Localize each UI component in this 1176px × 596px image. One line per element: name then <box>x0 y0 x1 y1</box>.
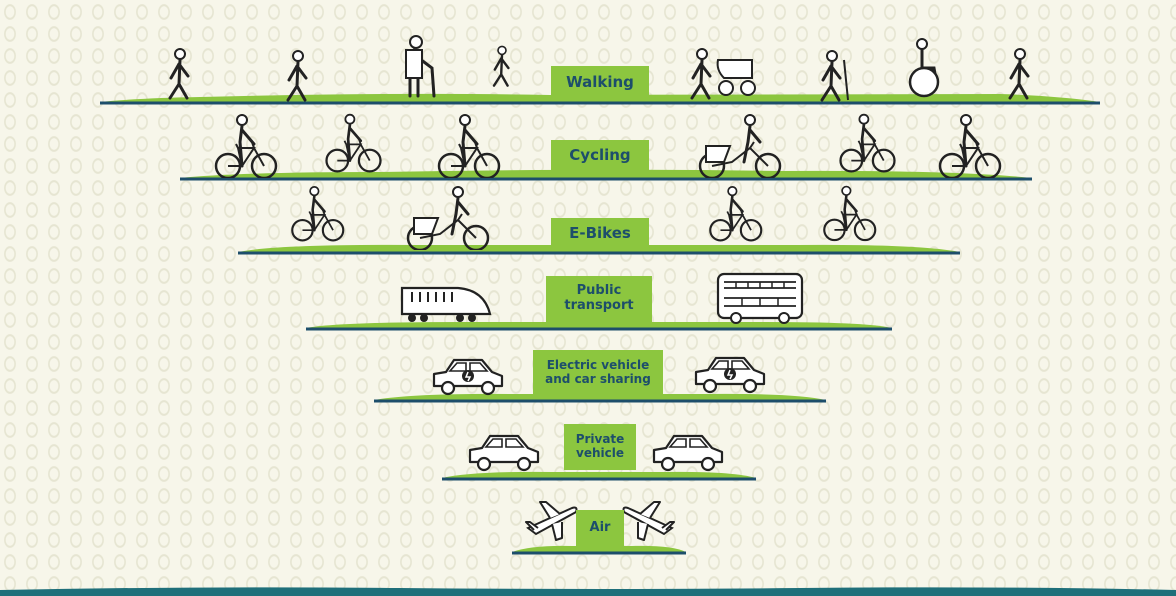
label-public-transport-line-2: transport <box>564 298 634 313</box>
airplane-icon <box>525 501 578 541</box>
airplane-icon <box>622 501 675 541</box>
ground-cycling <box>180 169 1032 181</box>
tier-electric-vehicle: Electric vehicle and car sharing <box>374 350 826 403</box>
label-ebikes: E-Bikes <box>551 218 649 250</box>
hiker-pedestrian-icon <box>820 49 849 102</box>
wheelchair-user-icon <box>908 38 940 98</box>
label-cycling-line-1: Cycling <box>569 146 631 165</box>
electric-car-icon <box>694 356 766 394</box>
label-private-vehicle: Private vehicle <box>564 424 636 470</box>
footer-wave <box>0 587 1176 596</box>
tier-ebikes: E-Bikes <box>0 0 1176 260</box>
label-cycling: Cycling <box>551 140 649 172</box>
label-private-vehicle-line-2: vehicle <box>576 446 624 460</box>
electric-car-icon <box>432 358 504 396</box>
label-public-transport-line-1: Public <box>576 283 622 299</box>
label-private-vehicle-line-1: Private <box>575 432 625 447</box>
label-walking: Walking <box>551 66 649 100</box>
tier-public-transport: Public transport <box>306 272 892 331</box>
label-public-transport: Public transport <box>546 276 652 322</box>
label-walking-line-1: Walking <box>566 73 634 92</box>
label-electric-vehicle-line-1: Electric vehicle <box>546 358 650 373</box>
tier-private-vehicle: Private vehicle <box>442 424 756 481</box>
tier-walking: Walking <box>0 0 1176 110</box>
ground-public-transport <box>306 322 892 331</box>
ground-electric-vehicle <box>374 393 826 403</box>
elderly-pedestrian-icon <box>405 35 436 98</box>
label-ebikes-line-1: E-Bikes <box>569 224 631 243</box>
tier-air: Air <box>512 501 686 555</box>
double-decker-bus-icon <box>716 272 804 324</box>
ground-air <box>512 545 686 555</box>
train-icon <box>400 286 492 322</box>
ground-private-vehicle <box>442 471 756 481</box>
label-electric-vehicle: Electric vehicle and car sharing <box>533 350 663 396</box>
label-air-line-1: Air <box>589 519 611 535</box>
label-electric-vehicle-line-2: and car sharing <box>545 372 651 386</box>
label-air: Air <box>576 510 624 546</box>
tier-cycling: Cycling <box>0 0 1176 190</box>
stroller-pedestrian-icon <box>690 47 756 100</box>
